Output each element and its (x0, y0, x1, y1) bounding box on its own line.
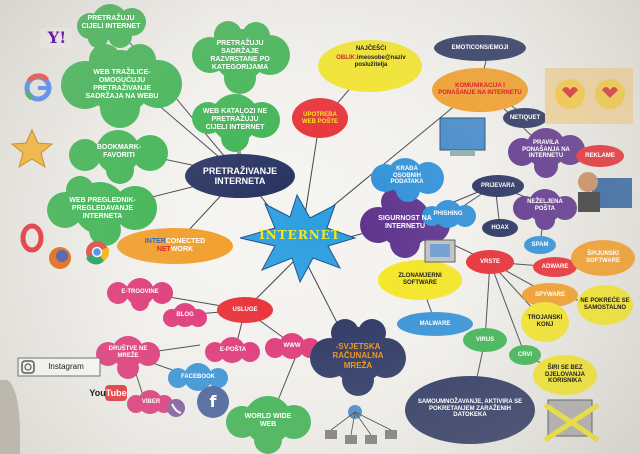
paper-curl (0, 380, 20, 454)
